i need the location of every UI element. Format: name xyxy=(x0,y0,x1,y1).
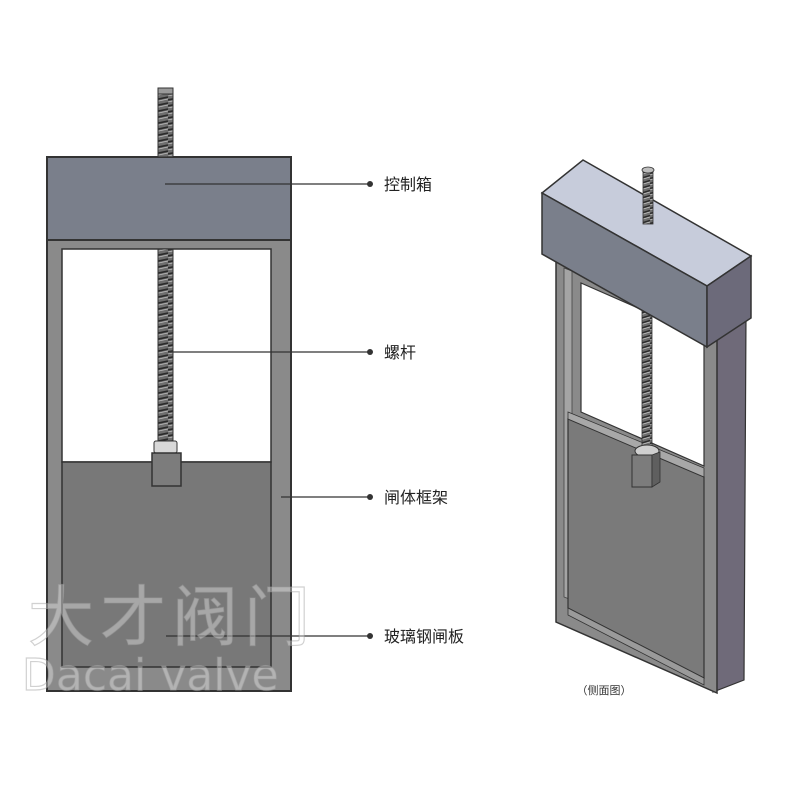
screw-rod xyxy=(157,248,174,444)
leader-gate-frame xyxy=(281,494,373,500)
side-view: （侧面图） xyxy=(540,159,753,697)
label-control-box: 控制箱 xyxy=(384,175,432,194)
label-screw-rod: 螺杆 xyxy=(384,343,416,362)
side-control-box-side xyxy=(706,254,752,349)
screw-collar xyxy=(153,440,178,454)
leader-screw-rod xyxy=(170,349,373,355)
side-view-caption: （侧面图） xyxy=(577,684,632,697)
leader-frp-gate-plate xyxy=(166,633,373,639)
watermark-chinese: 大才阀门 xyxy=(28,579,316,656)
leader-control-box xyxy=(165,181,373,187)
control-box xyxy=(46,156,292,241)
side-screw-nut xyxy=(631,454,653,488)
front-view: 控制箱 螺杆 闸体框架 玻璃钢闸板 xyxy=(46,87,464,692)
watermark: 大才阀门 Dacai valve xyxy=(21,578,316,701)
watermark-english: Dacai valve xyxy=(22,650,279,701)
screw-rod-top xyxy=(157,89,174,158)
screw-nut xyxy=(151,452,182,487)
side-screw-rod-top xyxy=(642,169,654,225)
side-screw-rod xyxy=(641,297,653,449)
label-gate-frame: 闸体框架 xyxy=(384,488,448,507)
label-frp-gate-plate: 玻璃钢闸板 xyxy=(384,627,464,646)
